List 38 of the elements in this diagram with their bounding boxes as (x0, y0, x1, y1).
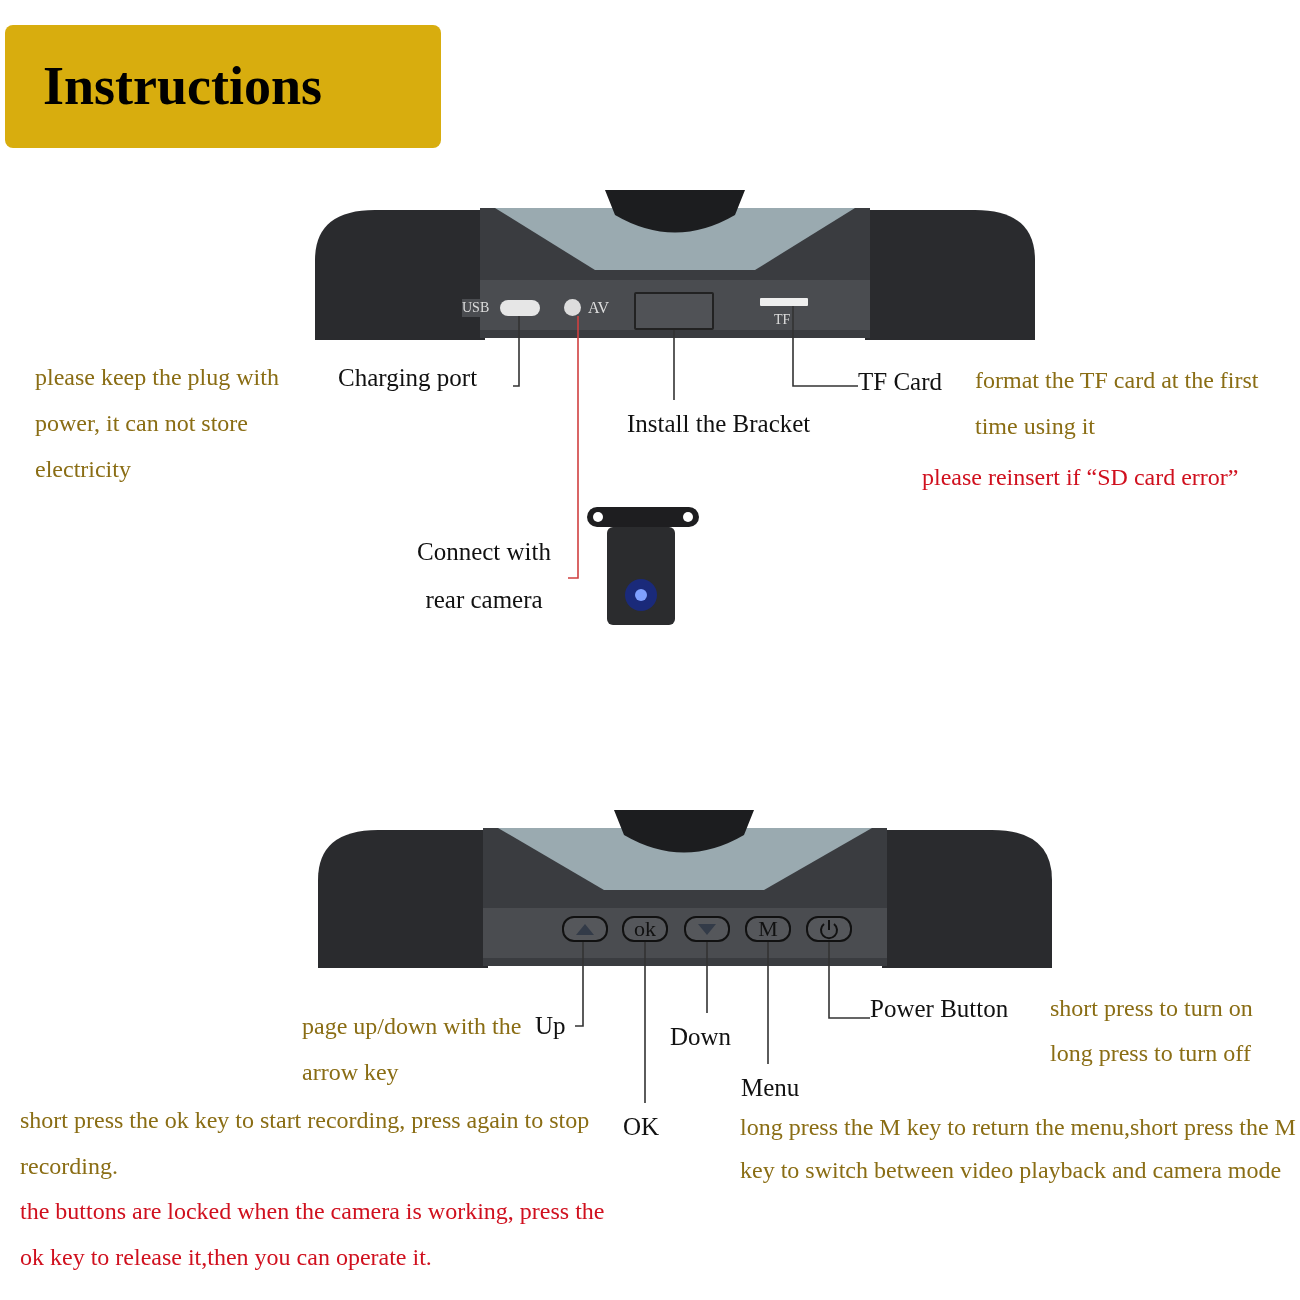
callout-label: OK (623, 1103, 669, 1151)
ok-button: ok (622, 916, 668, 942)
note-text: long press to turn off (1050, 1039, 1252, 1068)
port-marking: TF (774, 311, 792, 329)
callout-label: Up (535, 1002, 575, 1050)
title-banner: Instructions (5, 25, 441, 148)
note-text: short press to turn on (1050, 994, 1254, 1023)
leader-line (574, 941, 584, 1027)
usb-port (500, 300, 540, 316)
port-marking: AV (588, 298, 611, 318)
leader-line (512, 315, 520, 387)
warning-text: please reinsert if “SD card error” (922, 463, 1240, 492)
callout-label: Power Button (870, 985, 1045, 1033)
note-text: format the TF card at the first time using it (975, 366, 1260, 441)
callout-label: Charging port (338, 354, 513, 402)
callout-label: TF Card (858, 358, 963, 406)
leader-line (792, 305, 859, 387)
card-slot (760, 298, 808, 306)
note-text: long press the M key to return the menu,short press the M key to switch between video playback and camera mode (740, 1113, 1297, 1185)
callout-label: Down (670, 1013, 745, 1061)
leader-line (767, 941, 769, 1065)
leader-line (567, 315, 579, 579)
callout-label: Connect with rear camera (400, 528, 568, 624)
leader-line (706, 941, 708, 1014)
note-text: page up/down with the arrow key (302, 1012, 523, 1087)
bracket-slot (634, 292, 714, 330)
callout-label: Install the Bracket (627, 400, 857, 448)
callout-label: Menu (741, 1064, 816, 1112)
power-button (806, 916, 852, 942)
leader-line (644, 941, 646, 1104)
note-text: please keep the plug with power, it can not store electricity (35, 363, 280, 484)
note-text: short press the ok key to start recording, press again to stop recording. (20, 1106, 591, 1181)
down-button (684, 916, 730, 942)
up-button (562, 916, 608, 942)
leader-line (828, 941, 871, 1019)
warning-text: the buttons are locked when the camera is working, press the ok key to release it,then you can operate it. (20, 1197, 606, 1272)
menu-button: M (745, 916, 791, 942)
leader-line (673, 329, 675, 401)
